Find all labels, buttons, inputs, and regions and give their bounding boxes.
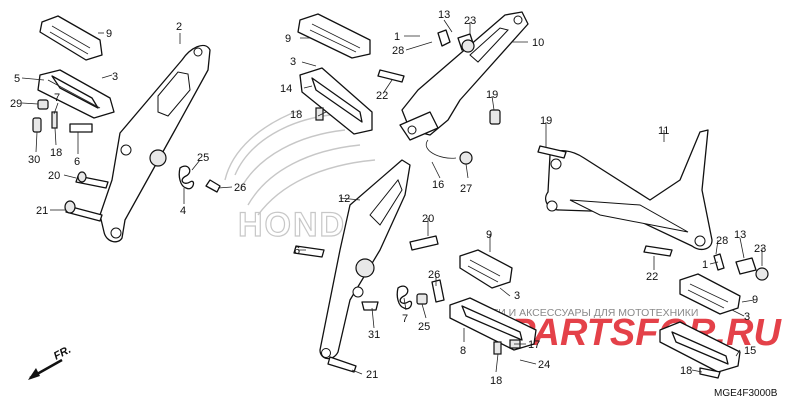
left-footpeg-5	[37, 69, 115, 119]
callout-9: 9	[486, 229, 492, 241]
callout-18: 18	[680, 365, 692, 377]
upper-bracket-10	[377, 11, 529, 165]
callout-31: 31	[368, 329, 380, 341]
callout-29: 29	[10, 98, 22, 110]
callout-21: 21	[366, 369, 378, 381]
callout-11: 11	[658, 125, 669, 137]
watermark-subtitle: ЗАПЧАСТИ И АКСЕССУАРЫ ДЛЯ МОТОТЕХНИКИ	[450, 307, 698, 319]
callout-19: 19	[486, 89, 498, 101]
callout-25: 25	[197, 152, 209, 164]
right-footpeg-rubber-9	[679, 273, 741, 315]
callout-19: 19	[540, 115, 552, 127]
callout-13: 13	[734, 229, 746, 241]
callout-4: 4	[180, 205, 186, 217]
callout-25: 25	[418, 321, 430, 333]
callout-9: 9	[106, 28, 112, 40]
callout-6: 6	[294, 245, 300, 257]
callout-30: 30	[28, 154, 40, 166]
callout-7: 7	[54, 92, 60, 104]
callout-3: 3	[514, 290, 520, 302]
callout-15: 15	[744, 345, 756, 357]
callout-9: 9	[752, 294, 758, 306]
right-bracket-11	[537, 129, 769, 281]
callout-16: 16	[432, 179, 444, 191]
callout-8: 8	[460, 345, 466, 357]
callout-26: 26	[428, 269, 440, 281]
mid-footpeg-rubber-9	[297, 13, 371, 59]
callout-24: 24	[538, 359, 550, 371]
left-bracket-2	[99, 44, 211, 243]
callout-22: 22	[646, 271, 658, 283]
callout-20: 20	[422, 213, 434, 225]
callout-18: 18	[50, 147, 62, 159]
left-spring-4	[178, 165, 221, 193]
callout-23: 23	[464, 15, 476, 27]
front-direction-arrow: FR.	[28, 344, 73, 380]
diagram-code: MGE4F3000B	[714, 388, 778, 399]
callout-20: 20	[48, 170, 60, 182]
callout-3: 3	[112, 71, 118, 83]
callout-1: 1	[702, 259, 708, 271]
leader-lines	[21, 19, 763, 375]
callout-21: 21	[36, 205, 48, 217]
partsfor-watermark: PARTSFOR.RU ЗАПЧАСТИ И АКСЕССУАРЫ ДЛЯ МО…	[450, 307, 782, 354]
right-footpeg-15	[659, 321, 741, 379]
callout-14: 14	[280, 83, 292, 95]
watermark-logo: PARTSFOR.RU	[510, 312, 782, 354]
left-footpeg-rubber-9	[39, 15, 103, 61]
callout-10: 10	[532, 37, 544, 49]
callout-26: 26	[234, 182, 246, 194]
callout-9: 9	[285, 33, 291, 45]
center-bracket-12	[293, 159, 445, 373]
callout-3: 3	[290, 56, 296, 68]
callout-28: 28	[392, 45, 404, 57]
callout-17: 17	[528, 339, 540, 351]
callout-13: 13	[438, 9, 450, 21]
callout-3: 3	[744, 311, 750, 323]
callout-5: 5	[14, 73, 20, 85]
callout-27: 27	[460, 183, 472, 195]
callout-6: 6	[74, 156, 80, 168]
callout-7: 7	[402, 313, 408, 325]
callout-22: 22	[376, 90, 388, 102]
callout-18: 18	[490, 375, 502, 387]
mid-footpeg-14	[299, 67, 373, 135]
callout-2: 2	[176, 21, 182, 33]
center-footpeg-rubber-9	[459, 249, 513, 289]
callout-numbers: 9 2 5 3 29 7 30 18 6 20 25 4 26 21 9 3 1…	[10, 9, 766, 387]
callout-18: 18	[290, 109, 302, 121]
front-direction-label: FR.	[52, 344, 73, 363]
callout-1: 1	[394, 31, 400, 43]
callout-23: 23	[754, 243, 766, 255]
left-small-parts	[32, 99, 109, 222]
callout-28: 28	[716, 235, 728, 247]
callout-12: 12	[338, 193, 350, 205]
